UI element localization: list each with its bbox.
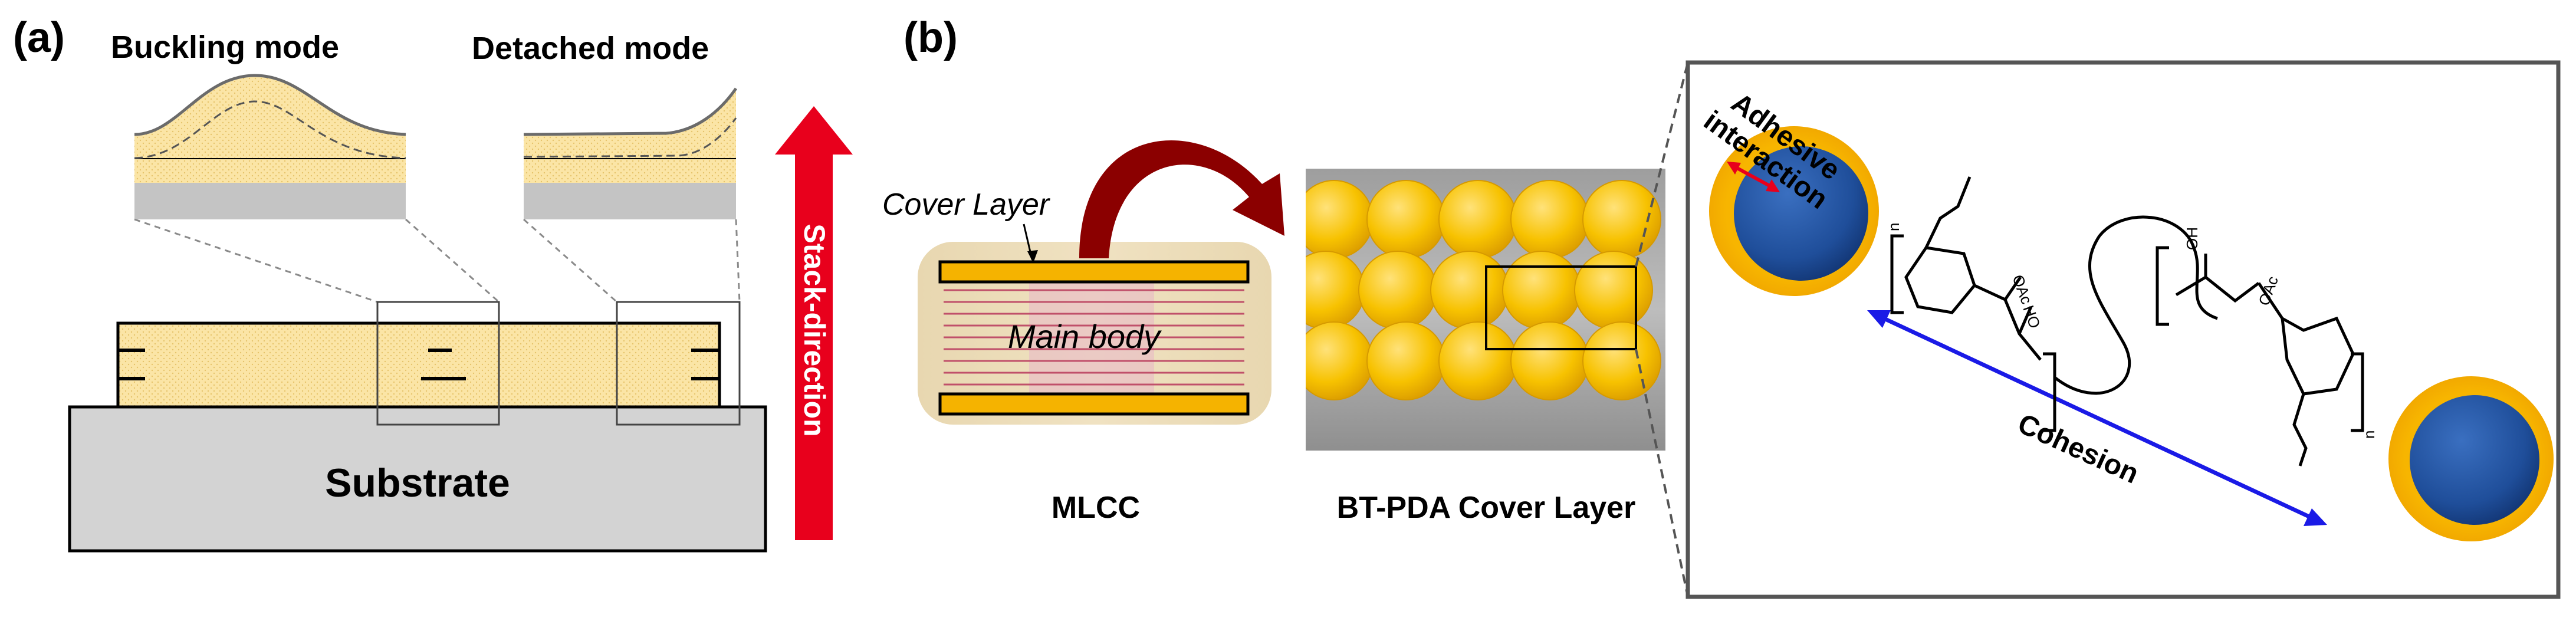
panel-a-label: (a): [13, 14, 65, 61]
detached-lower-film: [524, 158, 736, 183]
buckling-mode-title: Buckling mode: [111, 29, 339, 65]
buckling-substrate-strip: [134, 183, 406, 219]
panel-b-label: (b): [903, 14, 958, 61]
mlcc-caption: MLCC: [1052, 491, 1140, 525]
bt-particle: [1366, 321, 1445, 400]
bt-particle: [1574, 251, 1653, 330]
right-repeat-bracket-right: [2351, 352, 2364, 432]
left-particle-core: [1734, 146, 1868, 281]
detached-mode-inset: [523, 87, 738, 219]
bt-particle: [1438, 180, 1517, 259]
crack-marks: [118, 349, 719, 380]
substrate-block: [68, 405, 767, 553]
cover-layer-pointer-head: [1027, 250, 1038, 263]
buckling-dash-dot-line: [134, 100, 406, 159]
propyl-chain-1: [1924, 176, 1972, 249]
cover-layer-label: Cover Layer: [882, 188, 1051, 222]
chem-oh-2: OH: [2183, 227, 2201, 250]
right-particle-core: [2410, 395, 2539, 525]
substrate-label: Substrate: [325, 461, 510, 505]
bt-particle: [1306, 180, 1374, 259]
left-repeat-bracket-left: [1890, 234, 1904, 314]
zoom-box: Adhesive interaction Cohesion: [1685, 60, 2561, 599]
bt-particle: [1502, 251, 1581, 330]
detached-substrate-strip: [524, 183, 736, 219]
adhesive-arrow-head-2: [1766, 179, 1780, 192]
left-repeat-bracket-right: [2043, 352, 2056, 432]
film-on-substrate: Substrate: [68, 301, 767, 553]
detached-dash-dot-line: [523, 117, 737, 158]
bt-particle: [1510, 321, 1589, 400]
bt-particle: [1582, 321, 1661, 400]
zoom-lines: [1635, 62, 1689, 597]
curved-transfer-arrow: [1079, 140, 1284, 258]
red-arrow-shape: [775, 106, 853, 540]
top-cover-layer: [938, 260, 1250, 284]
mlcc-illustration: Cover Layer Main body MLCC: [882, 188, 1271, 525]
curved-arrow-shape: [1079, 140, 1284, 258]
cohesion-head-left: [1867, 310, 1891, 328]
stack-direction-arrow: Stack-direction: [775, 106, 853, 540]
detached-top-edge: [523, 87, 738, 136]
bt-particle: [1306, 251, 1365, 330]
adhesive-arrow-head-1: [1727, 162, 1741, 175]
right-repeat-bracket-left: [2156, 246, 2169, 326]
propyl-chain-2: [2292, 393, 2308, 466]
buckling-mode-inset: [134, 74, 406, 219]
oac-bond-2: [2257, 282, 2284, 320]
bt-particle: [1438, 321, 1517, 400]
bt-pda-caption: BT-PDA Cover Layer: [1337, 491, 1636, 525]
ho-bond-1: [2018, 306, 2033, 334]
buckling-top-edge: [134, 74, 406, 136]
bt-particle: [1306, 321, 1374, 400]
bt-particle: [1366, 180, 1445, 259]
chem-n-2: n: [2360, 431, 2378, 439]
main-body-label: Main body: [1008, 318, 1162, 355]
bt-particles: [1306, 180, 1661, 400]
stack-direction-label: Stack-direction: [798, 224, 831, 436]
polymer-loop: [2053, 215, 2218, 395]
detached-lift: [524, 88, 736, 158]
acetal-ring-2: [2280, 316, 2355, 396]
cohesion-head-right: [2304, 508, 2327, 526]
oac-bond-1: [2003, 276, 2022, 301]
buckling-highlight-box: [376, 301, 500, 426]
detached-highlight-box: [616, 301, 741, 426]
mlcc-bottom-gap: [1029, 425, 1152, 435]
mlcc-main-body-tint: [1029, 262, 1154, 403]
adhesive-red-arrow: [1733, 165, 1774, 189]
film-block: [116, 321, 721, 409]
bt-particle: [1510, 180, 1589, 259]
bt-particle: [1358, 251, 1437, 330]
bottom-cover-layer: [938, 392, 1250, 416]
leader-lines: [134, 218, 741, 303]
detached-mode-title: Detached mode: [472, 31, 709, 66]
zoom-highlight-box: [1485, 265, 1637, 350]
bt-particle: [1430, 251, 1509, 330]
buckling-lower-film: [134, 158, 406, 183]
chem-n-1: n: [1885, 223, 1903, 231]
polymer-structure: [1890, 176, 2364, 466]
backbone-1: [1973, 284, 2042, 361]
backbone-2: [2175, 275, 2260, 303]
cohesion-line: [1878, 314, 2315, 521]
mlcc-electrode-lines: [944, 289, 1244, 386]
bt-pda-cover-layer: BT-PDA Cover Layer: [1306, 169, 1665, 525]
